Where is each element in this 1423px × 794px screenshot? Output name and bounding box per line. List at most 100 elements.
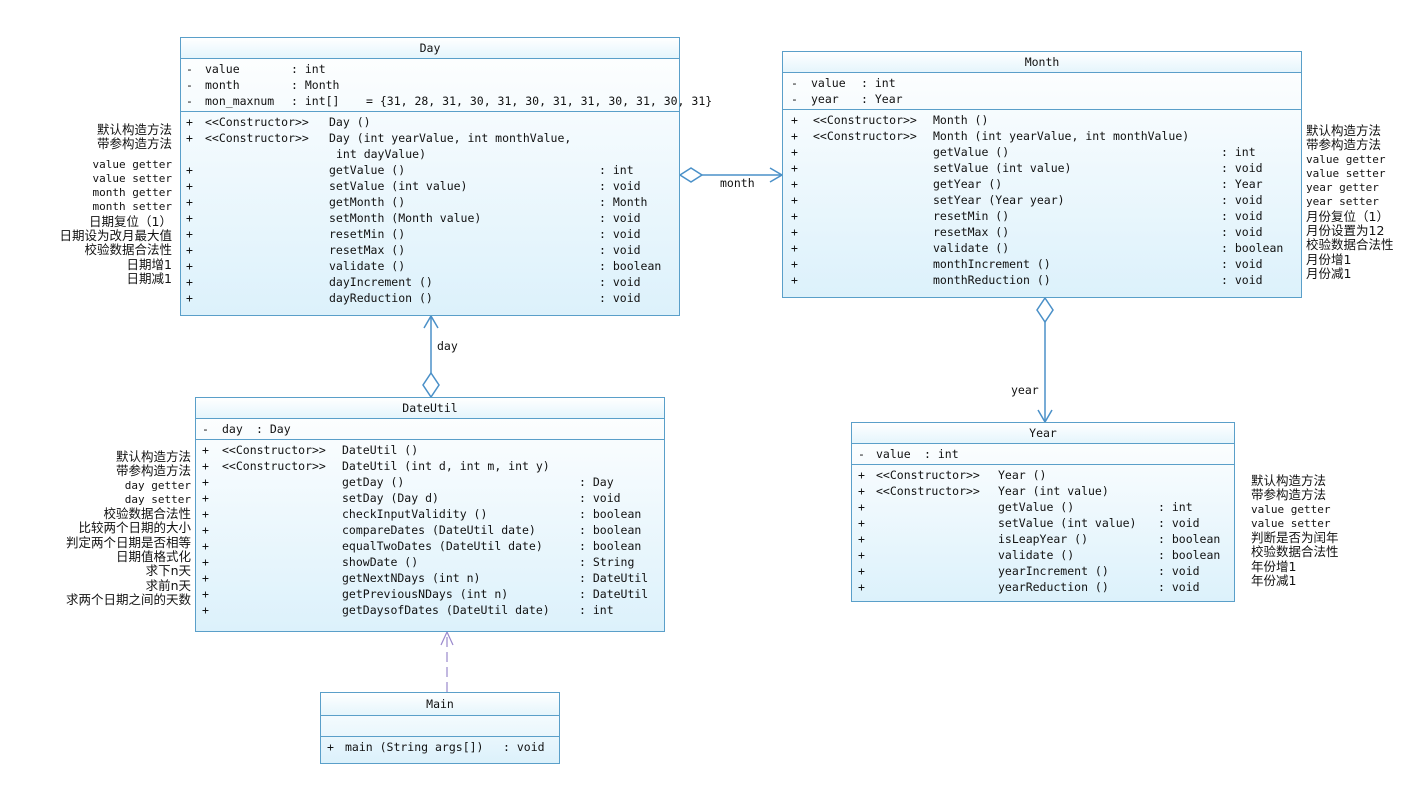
note-line: 日期复位（1） bbox=[89, 213, 172, 229]
arrow-head-dateutil bbox=[440, 630, 454, 646]
constructor-row: +<<Constructor>>Day () bbox=[186, 115, 371, 129]
note-line: 校验数据合法性 bbox=[1306, 237, 1394, 253]
note-line: 月份设置为12 bbox=[1306, 223, 1385, 239]
constructor-row: +<<Constructor>>DateUtil () bbox=[202, 443, 419, 457]
note-line: year getter bbox=[1306, 181, 1379, 195]
method-row: +compareDates (DateUtil date): boolean bbox=[202, 523, 642, 537]
note-line: 校验数据合法性 bbox=[103, 506, 191, 522]
class-title: Day bbox=[181, 38, 679, 59]
attributes-section bbox=[321, 716, 559, 737]
note-line: value setter bbox=[92, 171, 172, 185]
note-line: value getter bbox=[1251, 502, 1331, 516]
method-row: +getValue (): int bbox=[858, 500, 1193, 514]
method-row: +dayReduction (): void bbox=[186, 291, 641, 305]
method-row: +setValue (int value): void bbox=[858, 516, 1200, 530]
method-row: +validate (): boolean bbox=[186, 259, 662, 273]
method-row: +resetMax (): void bbox=[791, 225, 1263, 239]
attributes-section: -value: int bbox=[852, 444, 1234, 465]
constructor-row: +<<Constructor>>Month () bbox=[791, 113, 989, 127]
note-line: 默认构造方法 bbox=[115, 449, 191, 464]
note-line: 默认构造方法 bbox=[96, 122, 172, 137]
note-line: 默认构造方法 bbox=[1306, 123, 1382, 138]
class-year[interactable]: Year -value: int +<<Constructor>>Year ()… bbox=[851, 422, 1235, 602]
note-line: 年份增1 bbox=[1251, 558, 1297, 574]
note-line: value getter bbox=[92, 157, 172, 171]
method-row: +isLeapYear (): boolean bbox=[858, 532, 1221, 546]
method-row: +getDaysofDates (DateUtil date): int bbox=[202, 603, 614, 617]
method-row: +getYear (): Year bbox=[791, 177, 1263, 191]
note-line: 日期增1 bbox=[126, 256, 172, 272]
note-line: year setter bbox=[1306, 195, 1379, 209]
notes-month: 默认构造方法 带参构造方法 value getter value setter … bbox=[1306, 123, 1421, 281]
method-row: +dayIncrement (): void bbox=[186, 275, 641, 289]
note-line: 带参构造方法 bbox=[1251, 487, 1327, 503]
aggregation-diamond-dateutil bbox=[422, 371, 440, 399]
method-row: +monthIncrement (): void bbox=[791, 257, 1263, 271]
method-row: +resetMax (): void bbox=[186, 243, 641, 257]
class-main[interactable]: Main +main (String args[]): void bbox=[320, 692, 560, 764]
class-title: Main bbox=[321, 693, 559, 716]
note-line: 月份减1 bbox=[1306, 265, 1352, 281]
note-line: 带参构造方法 bbox=[1306, 137, 1382, 153]
aggregation-diamond-month bbox=[1036, 296, 1054, 324]
note-line: 日期减1 bbox=[126, 270, 172, 286]
notes-day: 默认构造方法 带参构造方法 value getter value setter … bbox=[2, 122, 172, 286]
method-row: +resetMin (): void bbox=[186, 227, 641, 241]
method-row: +resetMin (): void bbox=[791, 209, 1263, 223]
note-line: 日期值格式化 bbox=[115, 549, 191, 565]
note-line: 带参构造方法 bbox=[96, 136, 172, 152]
attributes-section: -value: int -month: Month -mon_maxnum: i… bbox=[181, 59, 712, 112]
association-label-year: year bbox=[1011, 383, 1039, 397]
method-row: +monthReduction (): void bbox=[791, 273, 1263, 287]
attribute-row: -value: int bbox=[186, 62, 326, 76]
constructor-row: +<<Constructor>>DateUtil (int d, int m, … bbox=[202, 459, 550, 473]
method-row: +getMonth (): Month bbox=[186, 195, 648, 209]
note-line: value setter bbox=[1251, 516, 1331, 530]
operations-section: +<<Constructor>>Day () +<<Constructor>>D… bbox=[181, 112, 679, 308]
method-row: +getPreviousNDays (int n): DateUtil bbox=[202, 587, 649, 601]
operations-section: +<<Constructor>>Year () +<<Constructor>>… bbox=[852, 465, 1234, 597]
note-line: 月份复位（1） bbox=[1306, 208, 1389, 224]
attribute-row: -day: Day bbox=[202, 422, 291, 436]
note-line: 求下n天 bbox=[145, 563, 191, 579]
association-label-month: month bbox=[720, 176, 755, 190]
constructor-row: +<<Constructor>>Month (int yearValue, in… bbox=[791, 129, 1190, 143]
method-row: +setYear (Year year): void bbox=[791, 193, 1263, 207]
class-title: Year bbox=[852, 423, 1234, 444]
note-line: 判定两个日期是否相等 bbox=[65, 534, 191, 550]
attribute-row: -year: Year bbox=[791, 92, 903, 106]
association-label-day: day bbox=[437, 339, 458, 353]
method-row: +getNextNDays (int n): DateUtil bbox=[202, 571, 649, 585]
note-line: 校验数据合法性 bbox=[84, 242, 172, 258]
aggregation-diamond-day bbox=[678, 167, 704, 183]
note-line: 月份增1 bbox=[1306, 251, 1352, 267]
method-row: +showDate (): String bbox=[202, 555, 635, 569]
class-day[interactable]: Day -value: int -month: Month -mon_maxnu… bbox=[180, 37, 712, 316]
method-row: +setDay (Day d): void bbox=[202, 491, 621, 505]
note-line: 带参构造方法 bbox=[115, 463, 191, 479]
note-line: 判断是否为闰年 bbox=[1251, 530, 1339, 546]
attributes-section: -day: Day bbox=[196, 419, 664, 440]
attribute-row: -value: int bbox=[791, 76, 896, 90]
class-title: Month bbox=[783, 52, 1301, 73]
note-line: 求两个日期之间的天数 bbox=[65, 591, 191, 607]
method-row: +getDay (): Day bbox=[202, 475, 614, 489]
class-month[interactable]: Month -value: int -year: Year +<<Constru… bbox=[782, 51, 1302, 298]
note-line: 年份减1 bbox=[1251, 573, 1297, 589]
constructor-row: +<<Constructor>>Year () bbox=[858, 468, 1047, 482]
method-row: +yearReduction (): void bbox=[858, 580, 1200, 594]
method-row: +setValue (int value): void bbox=[791, 161, 1263, 175]
class-dateutil[interactable]: DateUtil -day: Day +<<Constructor>>DateU… bbox=[195, 397, 665, 632]
notes-dateutil: 默认构造方法 带参构造方法 day getter day setter 校验数据… bbox=[2, 449, 191, 607]
method-row: +main (String args[]): void bbox=[327, 740, 545, 754]
method-row: +yearIncrement (): void bbox=[858, 564, 1200, 578]
operations-section: +<<Constructor>>DateUtil () +<<Construct… bbox=[196, 440, 664, 620]
note-line: day setter bbox=[124, 492, 191, 506]
method-row: +setValue (int value): void bbox=[186, 179, 641, 193]
note-line: day getter bbox=[124, 478, 191, 492]
note-line: value getter bbox=[1306, 152, 1386, 166]
note-line: 校验数据合法性 bbox=[1251, 544, 1339, 560]
note-line: month setter bbox=[92, 200, 172, 214]
arrow-head-day bbox=[423, 314, 439, 329]
method-row: +checkInputValidity (): boolean bbox=[202, 507, 642, 521]
